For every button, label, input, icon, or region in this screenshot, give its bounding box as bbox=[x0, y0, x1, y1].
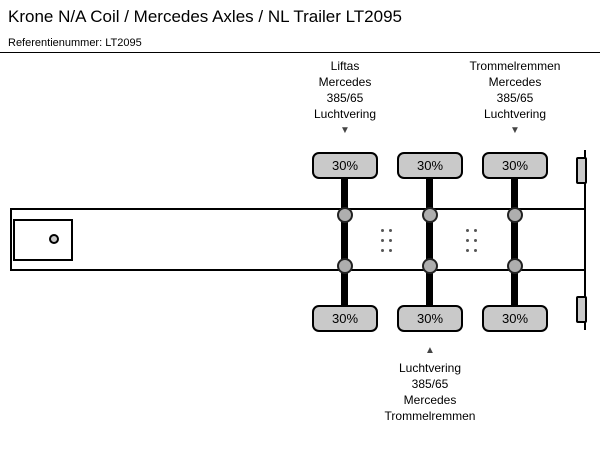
tire-wear-label: 30% bbox=[501, 311, 529, 326]
air-bellow bbox=[422, 258, 438, 274]
annotation-line: Liftas bbox=[330, 59, 360, 73]
chassis-dot bbox=[474, 239, 477, 242]
chassis-dot bbox=[381, 229, 384, 232]
tire-bottom: 30% bbox=[482, 305, 548, 332]
annotation-front-axle: Liftas Mercedes 385/65 Luchtvering ▼ bbox=[285, 58, 405, 137]
chassis-dot bbox=[389, 249, 392, 252]
rear-bumper bbox=[584, 150, 586, 330]
air-bellow bbox=[337, 207, 353, 223]
air-bellow bbox=[507, 258, 523, 274]
axle-shaft bbox=[341, 178, 348, 308]
annotation-middle-axle: ▲ Luchtvering 385/65 Mercedes Trommelrem… bbox=[350, 345, 510, 424]
chassis-dot bbox=[474, 229, 477, 232]
reference-number: Referentienummer: LT2095 bbox=[8, 37, 142, 49]
chassis-rail-top bbox=[10, 208, 586, 210]
chassis-dot bbox=[466, 229, 469, 232]
annotation-line: Trommelremmen bbox=[469, 59, 561, 73]
annotation-line: Mercedes bbox=[318, 75, 372, 89]
annotation-rear-axle: Trommelremmen Mercedes 385/65 Luchtverin… bbox=[455, 58, 575, 137]
air-bellow bbox=[507, 207, 523, 223]
annotation-line: Mercedes bbox=[403, 393, 457, 407]
annotation-line: 385/65 bbox=[496, 91, 534, 105]
annotation-line: Luchtvering bbox=[313, 107, 377, 121]
air-bellow bbox=[337, 258, 353, 274]
tire-bottom: 30% bbox=[312, 305, 378, 332]
chassis-dot bbox=[381, 249, 384, 252]
tire-wear-label: 30% bbox=[331, 158, 359, 173]
annotation-line: Luchtvering bbox=[483, 107, 547, 121]
chassis-dot bbox=[474, 249, 477, 252]
rear-light-bottom bbox=[576, 296, 587, 323]
chassis-dot bbox=[389, 229, 392, 232]
kingpin bbox=[49, 234, 59, 244]
chassis-dot bbox=[389, 239, 392, 242]
tire-wear-label: 30% bbox=[331, 311, 359, 326]
tire-top: 30% bbox=[312, 152, 378, 179]
chassis-dot bbox=[466, 239, 469, 242]
axle-shaft bbox=[426, 178, 433, 308]
chassis-rail-bottom bbox=[10, 269, 586, 271]
tire-top: 30% bbox=[482, 152, 548, 179]
chassis-front-edge bbox=[10, 208, 12, 271]
page-title: Krone N/A Coil / Mercedes Axles / NL Tra… bbox=[8, 7, 403, 26]
chassis-dot bbox=[466, 249, 469, 252]
rear-light-top bbox=[576, 157, 587, 184]
arrow-down-icon: ▼ bbox=[340, 125, 350, 136]
air-bellow bbox=[422, 207, 438, 223]
tire-bottom: 30% bbox=[397, 305, 463, 332]
tire-wear-label: 30% bbox=[501, 158, 529, 173]
tire-top: 30% bbox=[397, 152, 463, 179]
annotation-line: Mercedes bbox=[488, 75, 542, 89]
annotation-line: 385/65 bbox=[411, 377, 449, 391]
tire-wear-label: 30% bbox=[416, 311, 444, 326]
annotation-line: Luchtvering bbox=[398, 361, 462, 375]
header-divider bbox=[0, 52, 600, 53]
axle-shaft bbox=[511, 178, 518, 308]
tire-wear-label: 30% bbox=[416, 158, 444, 173]
arrow-down-icon: ▼ bbox=[510, 125, 520, 136]
arrow-up-icon: ▲ bbox=[425, 345, 435, 356]
chassis-dot bbox=[381, 239, 384, 242]
annotation-line: 385/65 bbox=[326, 91, 364, 105]
kingpin-plate bbox=[13, 219, 73, 261]
annotation-line: Trommelremmen bbox=[384, 409, 476, 423]
